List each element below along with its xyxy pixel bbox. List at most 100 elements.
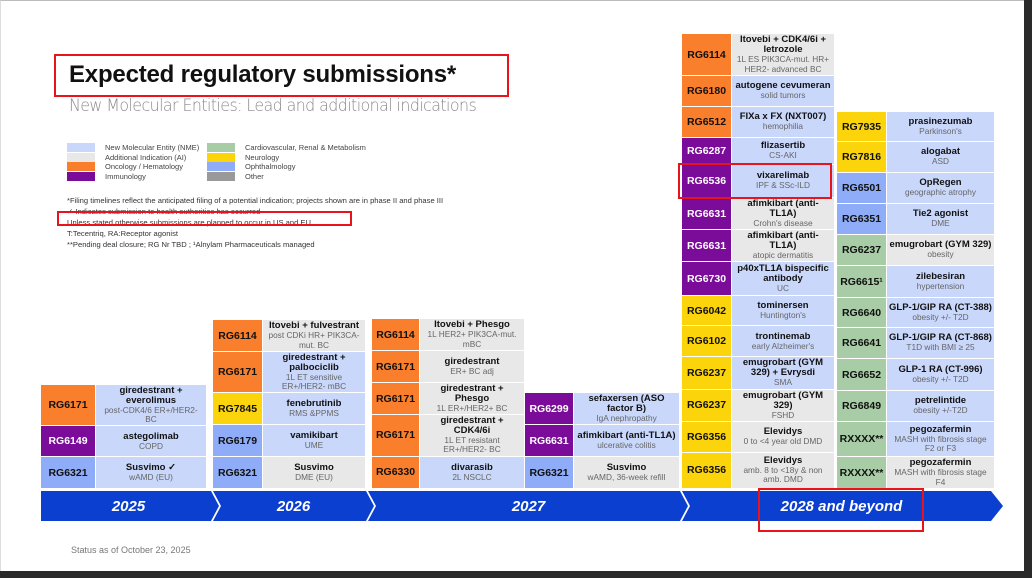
molecule-name: Elevidys bbox=[763, 426, 803, 438]
molecule-name: GLP-1 RA (CT-996) bbox=[898, 363, 983, 375]
indication: Crohn's disease bbox=[753, 218, 813, 228]
indication: amb. 8 to <18y & non amb. DMD bbox=[743, 465, 823, 485]
molecule-id: RG6114 bbox=[372, 319, 419, 350]
molecule-id: RG6652 bbox=[837, 359, 886, 390]
legend-label: Other bbox=[245, 172, 264, 181]
molecule-id: RG6351 bbox=[837, 204, 886, 234]
molecule-id: RG6237 bbox=[682, 389, 731, 421]
legend-swatch bbox=[207, 162, 235, 171]
indication: hemophilia bbox=[762, 121, 804, 132]
molecule-name: emugrobart (GYM 329) bbox=[889, 239, 992, 251]
molecule-name: afimkibart (anti-TL1A) bbox=[747, 230, 819, 252]
indication: obesity +/-T2D bbox=[913, 405, 968, 416]
indication: 1L HER2+ PIK3CA-mut. mBC bbox=[427, 329, 517, 349]
footnote: *Filing timelines reflect the anticipate… bbox=[67, 196, 444, 205]
molecule-name: Susvimo bbox=[606, 462, 647, 474]
indication: atopic dermatitis bbox=[752, 250, 814, 261]
indication: early Alzheimer's bbox=[751, 340, 815, 351]
molecule-name: Tie2 agonist bbox=[912, 208, 969, 220]
molecule-id: RG6180 bbox=[682, 76, 731, 106]
molecule-id: RG6114 bbox=[682, 34, 731, 75]
footnote: **Pending deal closure; RG Nr TBD ; ¹Aln… bbox=[67, 240, 315, 249]
molecule-name: prasinezumab bbox=[908, 115, 973, 127]
indication: 1L ET resistant ER+/HER2- BC bbox=[443, 435, 501, 455]
molecule-name: giredestrant bbox=[444, 355, 500, 367]
molecule-name: OpRegen bbox=[919, 177, 962, 189]
submission-row: RG6652 GLP-1 RA (CT-996)obesity +/- T2D bbox=[837, 359, 994, 390]
molecule-name: divarasib bbox=[451, 461, 493, 473]
molecule-id: RG6171 bbox=[372, 383, 419, 415]
submission-row: RG6631 afimkibart (anti-TL1A)atopic derma… bbox=[682, 230, 834, 262]
indication: obesity +/- T2D bbox=[912, 373, 969, 384]
molecule-name: flizasertib bbox=[760, 140, 806, 152]
molecule-name: petrelintide bbox=[914, 395, 967, 407]
molecule-id: RG6321 bbox=[213, 457, 262, 489]
molecule-id: RXXXX** bbox=[837, 457, 886, 488]
molecule-name: autogene cevumeran bbox=[735, 80, 831, 92]
molecule-id: RG6330 bbox=[372, 456, 419, 488]
molecule-id: RG6237 bbox=[837, 235, 886, 265]
molecule-name: giredestrant + Phesgo bbox=[440, 383, 504, 404]
footnote: ✓ Indicates submission to health authori… bbox=[67, 207, 261, 216]
molecule-id: RG6512 bbox=[682, 107, 731, 137]
legend-item-oncology: Oncology / Hematology bbox=[67, 162, 183, 171]
molecule-id: RG6171 bbox=[41, 385, 95, 426]
molecule-description: emugrobart (GYM 329)FSHD bbox=[732, 389, 834, 421]
molecule-description: afimkibart (anti-TL1A)ulcerative colitis bbox=[574, 425, 679, 457]
indication: obesity bbox=[927, 249, 954, 260]
legend-item-ophthalmology: Ophthalmology bbox=[207, 162, 295, 171]
molecule-id: RG7816 bbox=[837, 142, 886, 172]
molecule-id: RG6042 bbox=[682, 296, 731, 326]
molecule-id: RG6179 bbox=[213, 425, 262, 457]
legend-item-immunology: Immunology bbox=[67, 172, 146, 181]
molecule-name: Itovebi + fulvestrant bbox=[268, 320, 359, 332]
molecule-id: RG6299 bbox=[525, 393, 573, 425]
molecule-id: RXXXX** bbox=[837, 422, 886, 456]
year-label-2026: 2026 bbox=[276, 498, 311, 515]
molecule-id: RG6615¹ bbox=[837, 266, 886, 297]
molecule-id: RG6237 bbox=[682, 357, 731, 389]
molecule-id: RG6171 bbox=[213, 352, 262, 393]
year-label-2025: 2025 bbox=[111, 498, 146, 515]
molecule-description: Susvimo ✓wAMD (EU) bbox=[96, 457, 206, 489]
molecule-name: emugrobart (GYM 329) + Evrysdi bbox=[742, 357, 824, 379]
page-subtitle: New Molecular Entities: Lead and additio… bbox=[69, 96, 477, 116]
molecule-name: p40xTL1A bispecific antibody bbox=[737, 263, 829, 285]
molecule-name: GLP-1/GIP RA (CT-868) bbox=[889, 332, 992, 344]
molecule-id: RG6631 bbox=[682, 230, 731, 262]
molecule-id: RG6631 bbox=[525, 425, 573, 457]
footnote: Unless stated otherwise submissions are … bbox=[67, 218, 311, 227]
